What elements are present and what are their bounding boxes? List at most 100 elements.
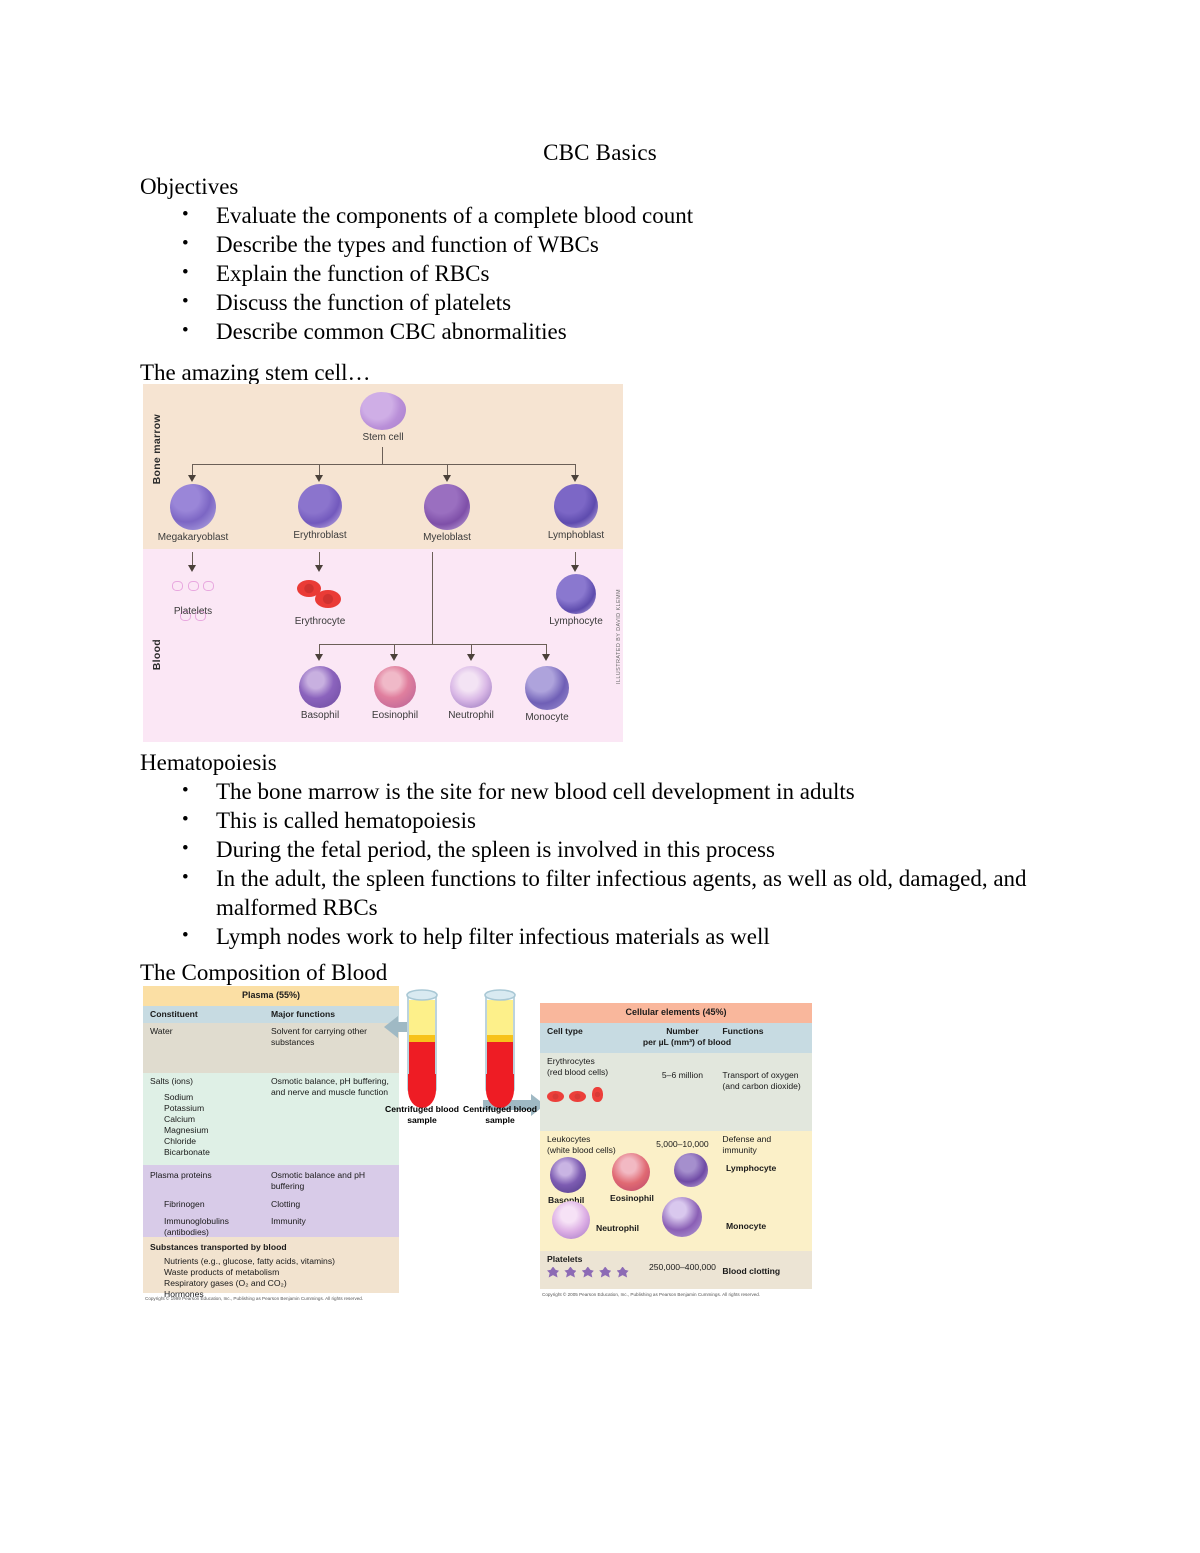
connector-bus <box>192 464 576 466</box>
centrifuged-tube-2-caption: Centrifuged blood sample <box>463 1104 537 1125</box>
arrow-icon <box>467 654 475 661</box>
arrow-icon <box>188 565 196 572</box>
blood-composition-figure: Plasma (55%) Constituent Major functions… <box>143 986 815 1341</box>
connector <box>382 447 384 465</box>
bullet-icon: • <box>182 291 189 312</box>
sub-item: Potassium <box>164 1102 205 1113</box>
bullet-icon: • <box>182 867 189 888</box>
transported-substances-row: Substances transported by blood Nutrient… <box>143 1236 399 1299</box>
list-item: • Describe common CBC abnormalities <box>140 317 1040 346</box>
cell-type-line1: Leukocytes <box>547 1133 591 1144</box>
mature-monocyte: Monocyte <box>511 666 583 723</box>
list-item: • Explain the function of RBCs <box>140 259 1040 288</box>
table-row: Plasma proteins Osmotic balance and pH b… <box>143 1164 399 1237</box>
list-item: • Describe the types and function of WBCs <box>140 230 1040 259</box>
table-row: Platelets 250,000–400,000 Blood clotting <box>540 1250 812 1289</box>
megakaryoblast-icon <box>170 484 216 530</box>
myeloblast-icon <box>424 484 470 530</box>
arrow-icon <box>443 475 451 482</box>
cell-caption: Eosinophil <box>371 710 419 721</box>
cell-caption: Erythrocyte <box>294 616 346 627</box>
platelets-icon <box>157 574 229 621</box>
sub-item: Chloride <box>164 1135 197 1146</box>
erythroblast-icon <box>298 484 342 528</box>
hematopoiesis-section: Hematopoiesis •The bone marrow is the si… <box>140 748 1040 951</box>
connector <box>319 644 321 655</box>
mature-eosinophil: Eosinophil <box>359 666 431 721</box>
cell-constituent: Salts (ions) <box>150 1075 193 1086</box>
centrifuged-tube-1 <box>405 988 439 1115</box>
table-row: Leukocytes (white blood cells) 5,000–10,… <box>540 1130 812 1251</box>
arrow-icon <box>542 654 550 661</box>
erythrocyte-icons <box>547 1086 642 1105</box>
bullet-icon: • <box>182 233 189 254</box>
cell-function: Solvent for carrying other substances <box>271 1025 368 1047</box>
connector <box>319 552 321 566</box>
cell-caption: Megakaryoblast <box>157 532 229 543</box>
centrifuged-tube-2 <box>483 988 517 1115</box>
mature-neutrophil: Neutrophil <box>435 666 507 721</box>
platelet-icon <box>616 1266 629 1278</box>
arrow-icon <box>315 654 323 661</box>
sub-item: Nutrients (e.g., glucose, fatty acids, v… <box>164 1255 335 1266</box>
rbc-icon <box>569 1090 587 1102</box>
cell-constituent: Immunoglobulins (antibodies) <box>164 1215 229 1237</box>
connector <box>575 464 577 476</box>
plasma-table-title: Plasma (55%) <box>143 986 399 1006</box>
bullet-icon: • <box>182 780 189 801</box>
mature-lymphocyte: Lymphocyte <box>539 574 613 627</box>
column-header-number: Number <box>666 1025 699 1036</box>
bullet-icon: • <box>182 809 189 830</box>
sub-item: Sodium <box>164 1091 194 1102</box>
arrow-icon <box>390 654 398 661</box>
sub-item: Hormones <box>164 1288 204 1299</box>
rbc-icon <box>547 1090 564 1102</box>
cell-function: Blood clotting <box>722 1265 781 1276</box>
cell-number: 5–6 million <box>661 1069 703 1080</box>
arrow-icon <box>315 475 323 482</box>
cell-function: Immunity <box>271 1215 306 1226</box>
list-item-label: The bone marrow is the site for new bloo… <box>216 779 855 804</box>
list-item-label: Explain the function of RBCs <box>216 261 490 286</box>
sub-item: Calcium <box>164 1113 196 1124</box>
cell-constituent: Fibrinogen <box>164 1198 205 1209</box>
plasma-table-copyright: Copyright © 1999 Pearson Education, Inc.… <box>145 1295 364 1301</box>
cell-type-line2: (white blood cells) <box>547 1144 616 1155</box>
connector <box>394 644 396 655</box>
cell-type-line2: (red blood cells) <box>547 1066 609 1077</box>
objectives-section: Objectives •Evaluate the components of a… <box>140 172 1040 346</box>
column-header-constituent: Constituent <box>150 1008 198 1019</box>
column-header-cell-type: Cell type <box>547 1025 583 1036</box>
stem-cell-icon <box>360 392 406 430</box>
bullet-icon: • <box>182 262 189 283</box>
cell-function: Osmotic balance, pH buffering, and nerve… <box>271 1075 389 1097</box>
lymphocyte-icon <box>556 574 596 614</box>
list-item-label: Describe common CBC abnormalities <box>216 319 567 344</box>
cellular-elements-table: Cellular elements (45%) Cell type Number… <box>540 1003 812 1297</box>
monocyte-label: Monocyte <box>726 1220 767 1231</box>
list-item-label: This is called hematopoiesis <box>216 808 476 833</box>
neutrophil-label: Neutrophil <box>596 1222 639 1233</box>
cell-constituent: Water <box>150 1025 173 1036</box>
list-item: •Evaluate the components of a complete b… <box>140 201 1040 230</box>
list-item: • This is called hematopoiesis <box>140 806 1040 835</box>
basophil-icon <box>550 1156 586 1193</box>
arrow-icon <box>188 475 196 482</box>
bullet-icon: • <box>182 320 189 341</box>
list-item-label: Evaluate the components of a complete bl… <box>216 203 694 228</box>
connector <box>192 464 194 476</box>
list-item-label: Describe the types and function of WBCs <box>216 232 599 257</box>
list-item-label: In the adult, the spleen functions to fi… <box>216 866 1027 891</box>
bone-marrow-label: Bone marrow <box>151 414 163 485</box>
cell-constituent: Plasma proteins <box>150 1169 212 1180</box>
plasma-table-header: Constituent Major functions <box>143 1005 399 1023</box>
lymphocyte-icon <box>674 1152 708 1187</box>
arrow-icon <box>571 475 579 482</box>
eosinophil-icon <box>612 1152 650 1191</box>
blood-label: Blood <box>151 639 163 671</box>
cellular-table-header: Cell type Number Functions per µL (mm³) … <box>540 1022 812 1053</box>
table-row: Erythrocytes (red blood cells) 5–6 milli… <box>540 1052 812 1131</box>
page-title: CBC Basics <box>543 140 657 165</box>
cell-function: Osmotic balance and pH buffering <box>271 1169 366 1191</box>
